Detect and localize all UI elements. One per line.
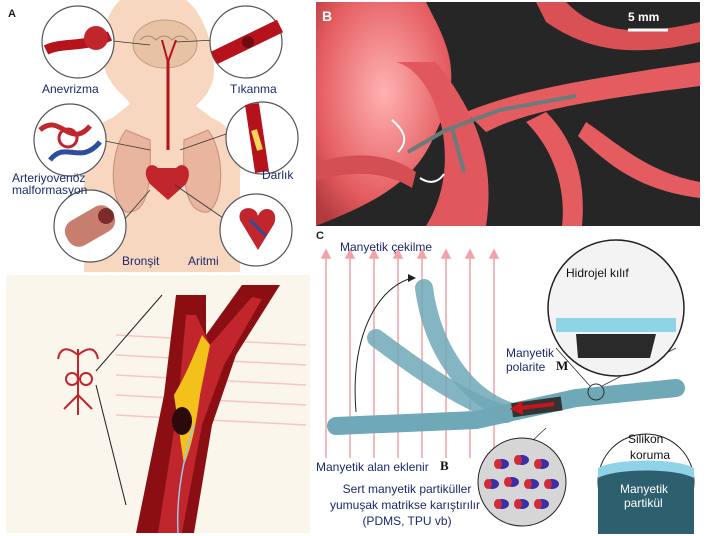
label-field-symbol: B	[440, 458, 449, 473]
vascular-tree-icon	[57, 348, 99, 415]
label-field-applied: Manyetik alan eklenir	[316, 460, 429, 474]
label-hydrogel-skin: Hidrojel kılıf	[566, 266, 629, 280]
label-avm-line1: Arteriyovenöz	[12, 171, 86, 185]
panel-c-letter: C	[316, 230, 324, 242]
label-polarity-line2: polarite	[506, 360, 546, 374]
panel-b-letter: B	[322, 8, 333, 24]
label-magnetic-pull: Manyetik çekilme	[340, 240, 433, 254]
label-avm-line2: malformasyon	[12, 183, 88, 197]
stenosis-icon	[225, 101, 299, 175]
label-matrix-line1: Sert manyetik partiküller	[342, 482, 472, 496]
label-arrhythmia: Aritmi	[188, 254, 219, 268]
panel-a-illustration	[33, 0, 299, 272]
panel-vessel-detail	[6, 275, 310, 533]
label-particle-line2: partikül	[624, 496, 663, 510]
vessel-phantom-photo	[316, 2, 700, 226]
label-aneurysm: Anevrizma	[42, 82, 99, 96]
arrhythmia-icon	[219, 193, 293, 267]
catheter-mechanism-diagram	[320, 239, 695, 534]
avm-icon	[33, 103, 107, 177]
label-polarity-line1: Manyetik	[506, 346, 555, 360]
label-stenosis: Darlık	[262, 168, 294, 182]
label-bronchus: Bronşit	[122, 254, 160, 268]
label-polarity-symbol: M	[556, 358, 569, 373]
aneurysm-icon	[41, 5, 115, 79]
panel-c-catheter-mechanism: C Manyetik çekilme Hidrojel kılıf Manyet…	[316, 228, 704, 534]
panel-b-vessel-phantom: B 5 mm	[316, 2, 700, 226]
occlusion-icon	[209, 5, 284, 79]
magnetic-particles	[484, 455, 559, 509]
scale-label: 5 mm	[628, 10, 660, 24]
vessel-detail-illustration	[57, 285, 307, 533]
label-silicone-line2: koruma	[630, 448, 671, 462]
label-occlusion: Tıkanma	[230, 82, 277, 96]
label-matrix-line2: yumuşak matrikse karıştırılır	[329, 498, 481, 512]
bronchus-icon	[53, 189, 127, 263]
label-matrix-line3: (PDMS, TPU vb)	[362, 514, 452, 528]
panel-a-disease-overview: A Anevrizma Tıkanma Arteriyovenöz malfor…	[0, 0, 310, 272]
label-particle-line1: Manyetik	[620, 482, 669, 496]
label-silicone-line1: Silikon	[628, 432, 664, 446]
panel-a-letter: A	[8, 8, 16, 20]
